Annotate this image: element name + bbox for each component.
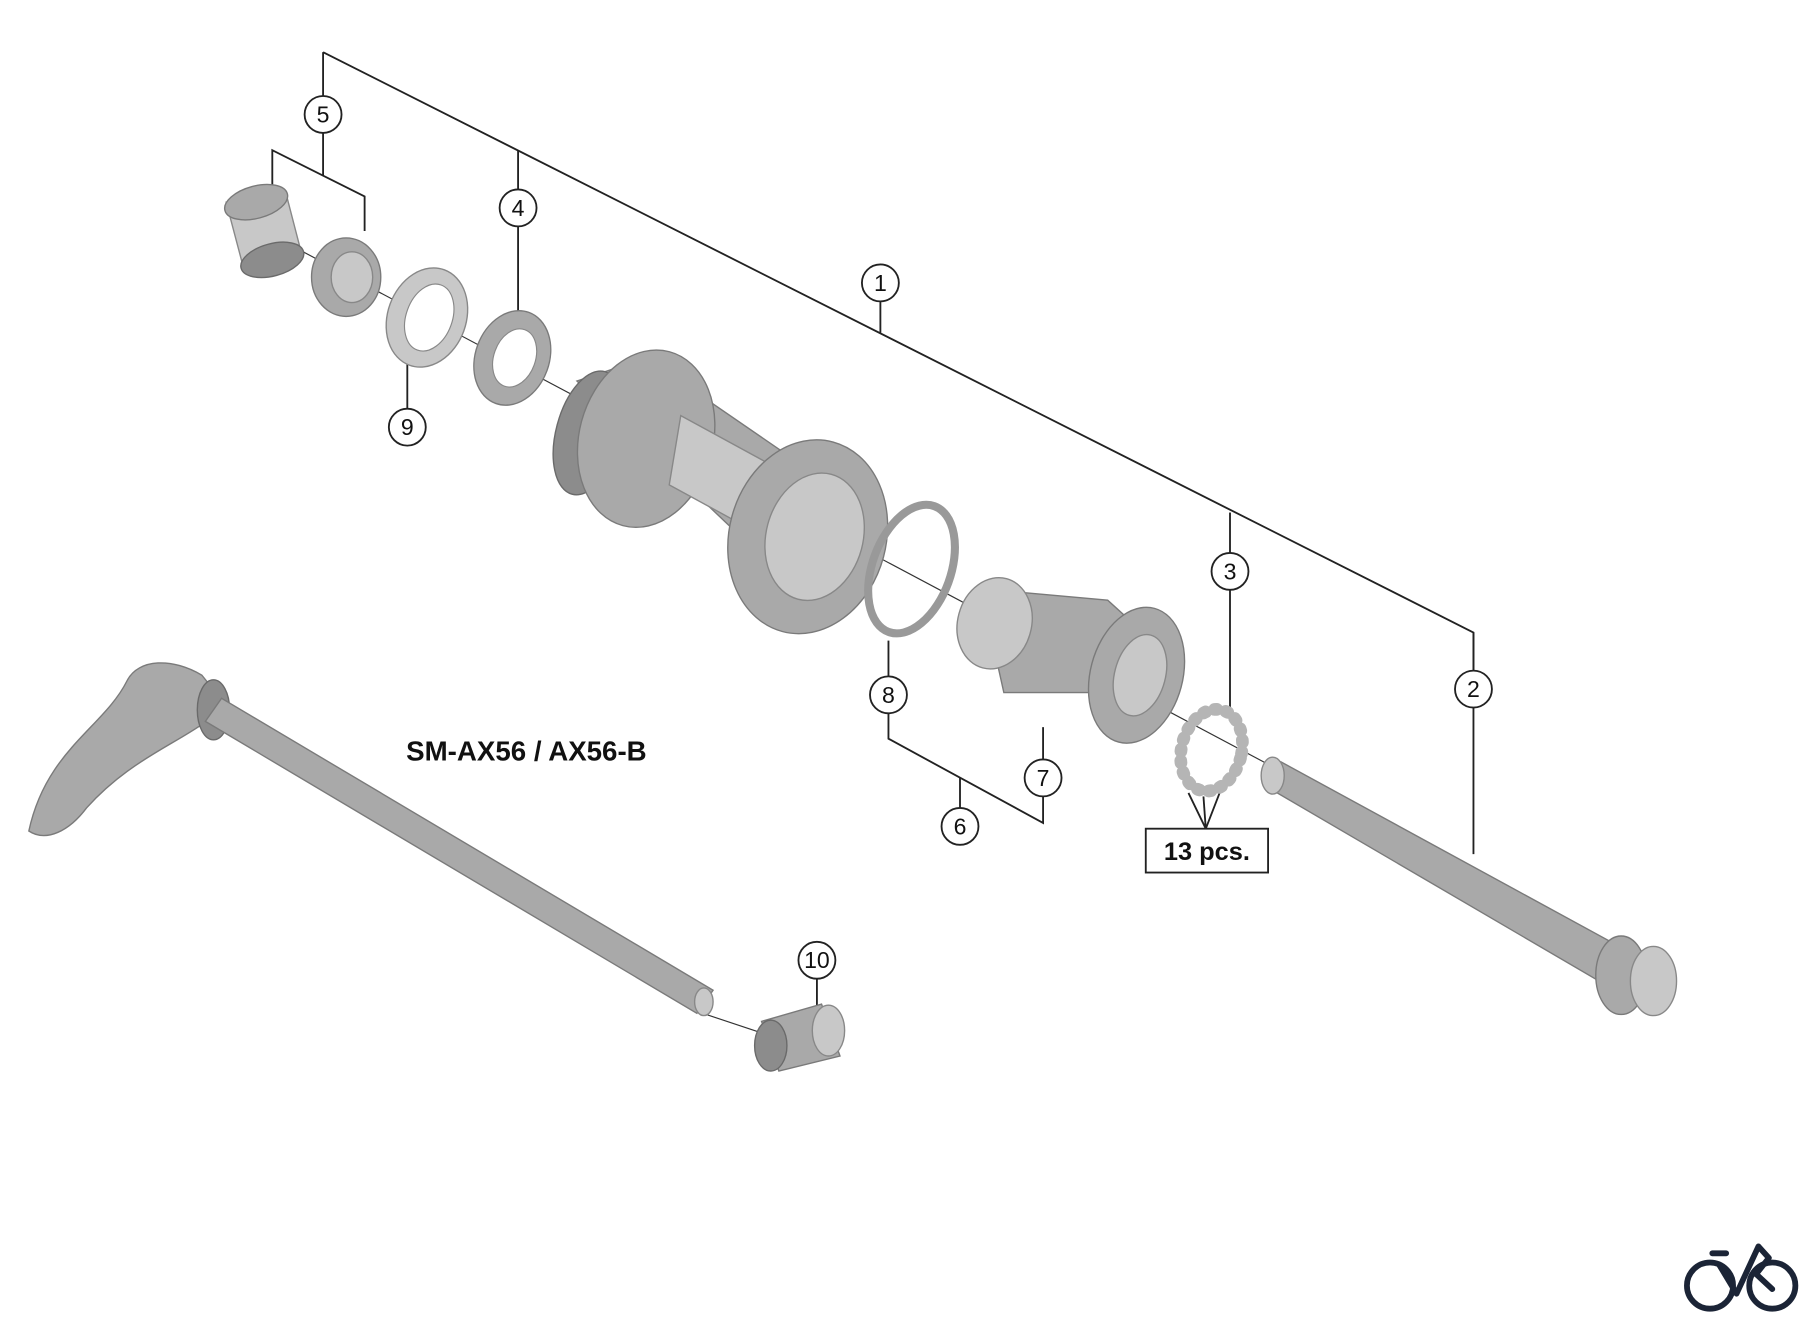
callout-7: 7: [1023, 758, 1063, 798]
callout-label: 8: [882, 682, 895, 708]
callout-9: 9: [387, 407, 427, 447]
part-10-skewer-nut: [753, 1003, 846, 1072]
quantity-note: 13 pcs.: [1164, 838, 1250, 866]
callout-label: 7: [1037, 765, 1050, 791]
part-3-steel-balls: [1174, 703, 1249, 798]
callout-label: 2: [1467, 676, 1480, 702]
callout-label: 9: [401, 414, 414, 440]
part-4-bearing-retainer: [473, 309, 552, 406]
callout-5: 5: [303, 95, 343, 134]
callout-10: 10: [797, 940, 837, 980]
callout-label: 3: [1224, 558, 1237, 584]
part-5-cone-cap: [223, 183, 305, 279]
callout-8: 8: [869, 675, 908, 715]
callout-label: 6: [954, 813, 967, 839]
quantity-box: 13 pcs.: [1144, 827, 1269, 874]
part-8-spacer-ring: [864, 500, 959, 638]
part-7-freehub-body: [956, 577, 1186, 744]
part-1-hub-shell: [552, 349, 889, 635]
callout-6: 6: [940, 807, 980, 846]
callout-2: 2: [1454, 669, 1493, 709]
callout-1: 1: [861, 263, 900, 303]
model-title: SM-AX56 / AX56-B: [406, 736, 647, 767]
callout-label: 10: [804, 947, 830, 973]
callout-label: 1: [874, 270, 887, 296]
part-5-cone: [310, 237, 382, 318]
callout-4: 4: [498, 188, 538, 228]
callout-label: 5: [317, 101, 330, 127]
bicycle-icon: [1684, 1243, 1799, 1312]
part-2-hub-axle: [1260, 756, 1678, 1017]
quick-release-skewer: [28, 662, 715, 1017]
callout-label: 4: [512, 195, 525, 221]
part-9-dust-seal: [385, 267, 469, 368]
callout-3: 3: [1210, 552, 1250, 591]
